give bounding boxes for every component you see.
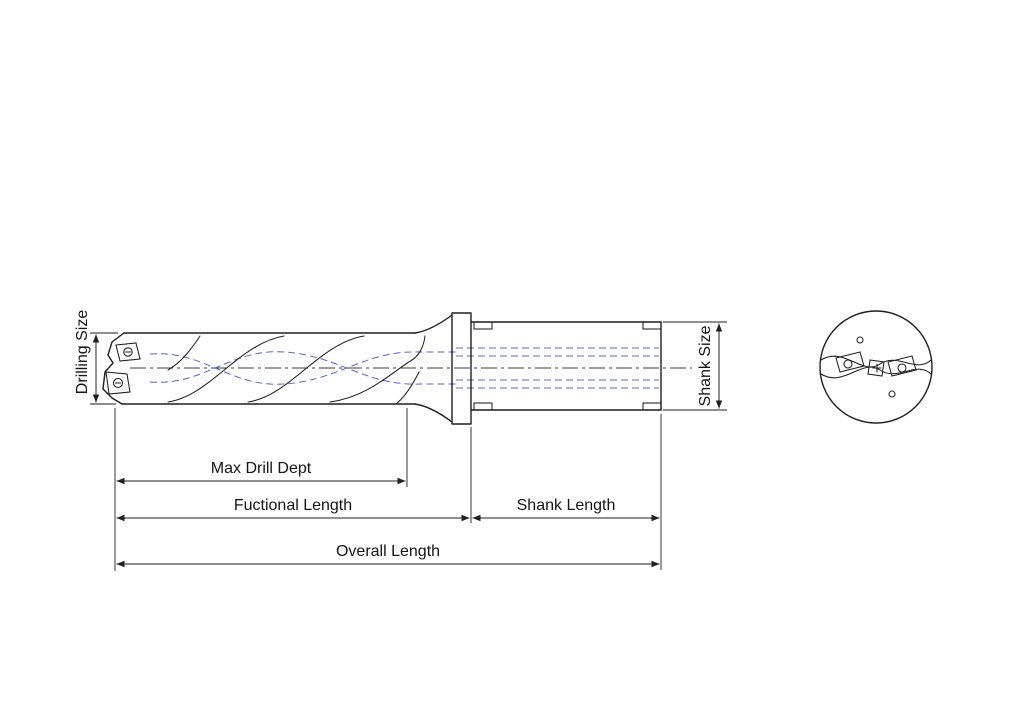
- head-tip-profile: [102, 332, 125, 405]
- clamp-flat: [642, 402, 662, 411]
- drill-end-view: [819, 310, 933, 424]
- insert-upper-screw: [123, 347, 133, 357]
- flute-lines: [167, 335, 426, 405]
- insert-lower-outline: [105, 371, 131, 395]
- clamp-flat: [473, 321, 493, 330]
- center-core-outline: [867, 359, 885, 377]
- shank: [470, 321, 662, 411]
- dimension-shank-length: Shank Length: [472, 414, 662, 570]
- flute-curve: [167, 335, 285, 403]
- center-core: [867, 359, 885, 377]
- drilling-size-label: Drilling Size: [74, 310, 91, 395]
- dimension-max-drill-depth: Max Drill Dept: [114, 408, 408, 571]
- clamp-flat: [473, 402, 493, 411]
- dimension-functional-length: Fuctional Length: [116, 427, 472, 523]
- coolant-hole: [888, 390, 896, 398]
- functional-length-label: Fuctional Length: [234, 497, 352, 514]
- flute-runout-curve: [329, 335, 426, 403]
- end-insert-screw: [897, 363, 907, 373]
- insert-lower: [105, 371, 131, 395]
- flange-top-curve: [414, 314, 453, 334]
- end-view-outer-circle: [819, 310, 933, 424]
- flange: [414, 314, 453, 423]
- drill-cutting-head: [102, 332, 416, 405]
- insert-upper: [115, 342, 141, 362]
- overall-length-label: Overall Length: [336, 543, 440, 560]
- flute-curve: [247, 335, 365, 403]
- drill-side-view: [102, 312, 692, 425]
- collar: [451, 312, 472, 425]
- flange-bottom-curve: [414, 403, 453, 423]
- shank-size-label: Shank Size: [697, 325, 714, 406]
- dimension-overall-length: Overall Length: [116, 543, 660, 568]
- clamp-flat: [642, 321, 662, 330]
- shank-length-label: Shank Length: [517, 497, 616, 514]
- dimension-shank-size: Shank Size: [663, 321, 727, 411]
- insert-upper-outline: [115, 342, 141, 362]
- coolant-spiral-upper: [149, 351, 456, 385]
- dimension-drilling-size: Drilling Size: [74, 310, 118, 405]
- end-insert: [835, 351, 865, 373]
- flute-runout-curve: [395, 371, 420, 405]
- coolant-spiral-lower: [149, 351, 456, 385]
- end-insert-screw: [843, 359, 853, 369]
- max-drill-depth-label: Max Drill Dept: [211, 460, 312, 477]
- insert-lower-screw: [112, 377, 124, 389]
- flute-curve: [167, 335, 201, 371]
- end-view-inserts: [835, 351, 917, 377]
- end-insert: [887, 355, 917, 377]
- coolant-hole: [856, 336, 864, 344]
- coolant-hidden-lines: [149, 347, 659, 389]
- shank-clamp-flats: [473, 321, 662, 411]
- flute-edge-lower: [820, 366, 932, 379]
